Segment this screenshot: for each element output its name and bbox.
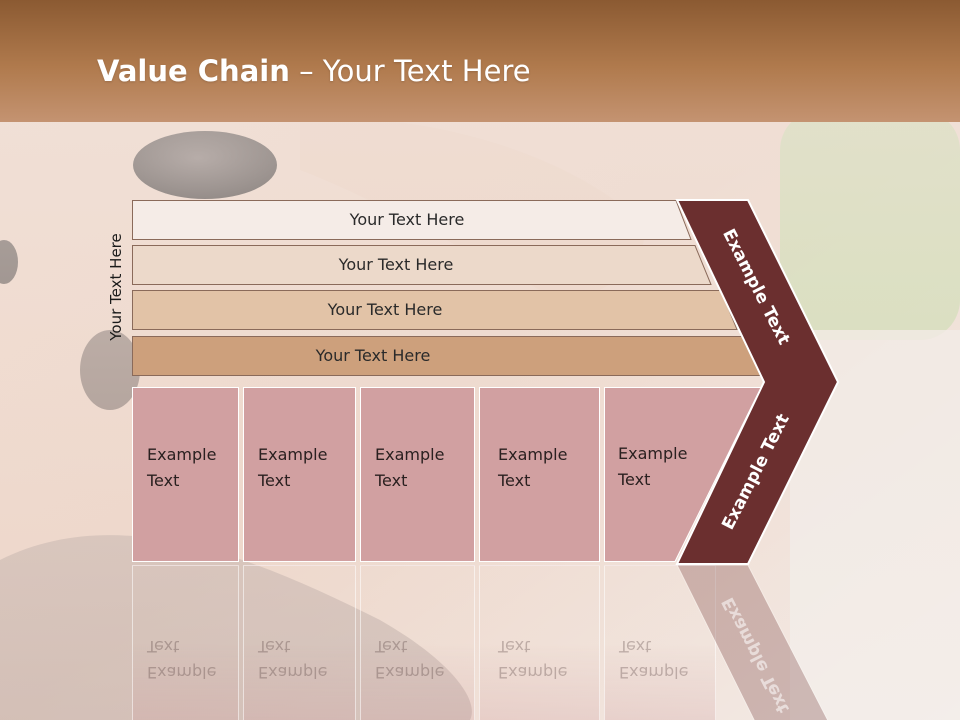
reflection-box: Example Text — [360, 565, 475, 720]
reflection-text: Example Text — [147, 633, 247, 685]
title-rest: – Your Text Here — [289, 54, 531, 88]
reflection-text: Example Text — [375, 633, 475, 685]
reflection-text: Example Text — [498, 633, 598, 685]
box-line1: Example — [258, 445, 328, 464]
reflection-line2: Text — [498, 637, 531, 656]
slide-title: Value Chain – Your Text Here — [97, 54, 531, 88]
row-label: Your Text Here — [349, 210, 465, 229]
reflection-box: Example Text — [243, 565, 356, 720]
box-line2: Text — [147, 471, 180, 490]
support-row-2: Your Text Here — [132, 245, 712, 285]
row-label: Your Text Here — [327, 300, 443, 319]
reflection-line1: Example — [498, 663, 568, 682]
support-row-4: Your Text Here — [132, 336, 764, 376]
activity-box-5-shape — [604, 387, 762, 562]
box-line1: Example — [498, 445, 568, 464]
box-line1: Example — [618, 444, 688, 463]
reflection-chevron — [677, 565, 839, 720]
reflection: Example Text Example Text Example Text Exam… — [132, 565, 852, 720]
box-line2: Text — [498, 471, 531, 490]
reflection-text: Example Text — [258, 633, 358, 685]
reflection-line1: Example — [375, 663, 445, 682]
support-row-3: Your Text Here — [132, 290, 738, 330]
reflection-line2: Text — [147, 637, 180, 656]
row-shape — [132, 290, 738, 330]
support-row-1: Your Text Here — [132, 200, 692, 240]
reflection-line1: Example — [147, 663, 217, 682]
row-label: Your Text Here — [315, 346, 431, 365]
box-line2: Text — [618, 470, 651, 489]
title-bold: Value Chain — [97, 54, 290, 88]
box-line2: Text — [258, 471, 291, 490]
reflection-line2: Text — [375, 637, 408, 656]
box-line1: Example — [375, 445, 445, 464]
box-line1: Example — [147, 445, 217, 464]
reflection-line1: Example — [258, 663, 328, 682]
row-shape — [132, 200, 692, 240]
row-shape — [132, 245, 712, 285]
box-line2: Text — [375, 471, 408, 490]
reflection-inner: Example Text Example Text Example Text Exam… — [132, 565, 852, 720]
reflection-box: Example Text — [479, 565, 600, 720]
reflection-box: Example Text — [132, 565, 239, 720]
reflection-line2: Text — [258, 637, 291, 656]
row-label: Your Text Here — [338, 255, 454, 274]
